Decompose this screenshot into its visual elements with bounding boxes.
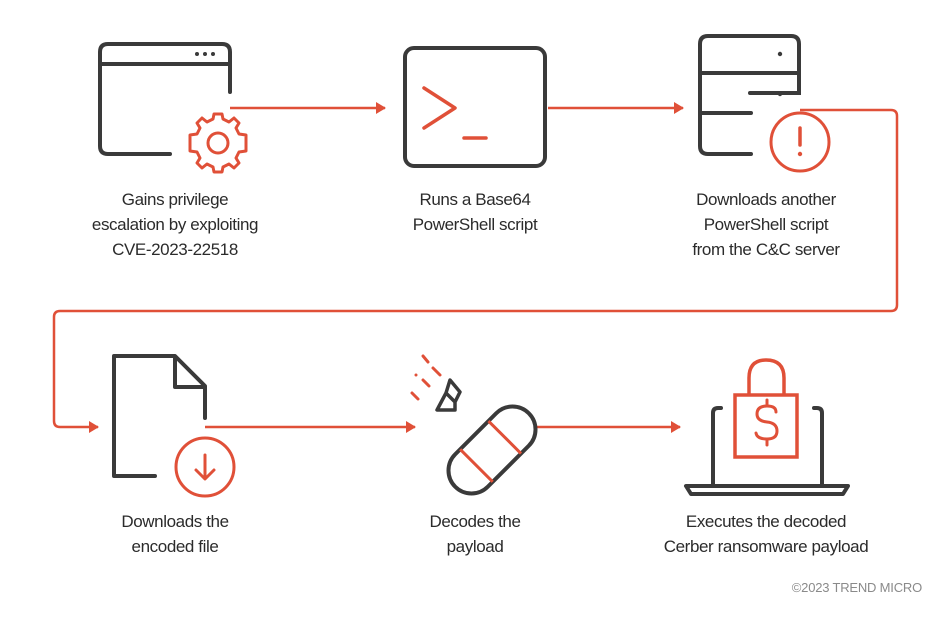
server-alert-icon — [698, 34, 831, 173]
step-3-line-1: Downloads another — [696, 190, 836, 209]
step-2-label: Runs a Base64 PowerShell script — [413, 187, 538, 237]
step-6-line-1: Executes the decoded — [685, 512, 847, 531]
step-5-line-2: payload — [446, 537, 504, 556]
step-3-label: Downloads another PowerShell script from… — [692, 187, 840, 262]
step-3-line-3: from the C&C server — [692, 240, 840, 259]
step-6-line-2: Cerber ransomware payload — [663, 537, 869, 556]
copyright: ©2023 TREND MICRO — [791, 580, 922, 595]
step-5-label: Decodes the payload — [429, 509, 520, 559]
bomb-icon — [410, 354, 538, 496]
step-6-label: Executes the decoded Cerber ransomware p… — [664, 509, 869, 559]
step-5-line-1: Decodes the — [429, 512, 521, 531]
step-4-line-1: Downloads the — [121, 512, 229, 531]
terminal-icon — [403, 46, 547, 168]
step-4-line-2: encoded file — [131, 537, 219, 556]
file-download-icon — [112, 354, 236, 498]
laptop-lock-dollar-icon — [684, 358, 850, 496]
step-4-label: Downloads the encoded file — [121, 509, 229, 559]
step-2-line-1: Runs a Base64 — [419, 190, 531, 209]
step-1-label: Gains privilege escalation by exploiting… — [91, 187, 259, 262]
connector-3-4 — [52, 108, 899, 433]
step-3-line-2: PowerShell script — [703, 215, 829, 234]
step-1-line-3: CVE-2023-22518 — [112, 240, 238, 259]
browser-gear-icon — [98, 42, 248, 174]
step-2-line-2: PowerShell script — [412, 215, 538, 234]
step-1-line-1: Gains privilege — [121, 190, 229, 209]
step-1-line-2: escalation by exploiting — [91, 215, 259, 234]
